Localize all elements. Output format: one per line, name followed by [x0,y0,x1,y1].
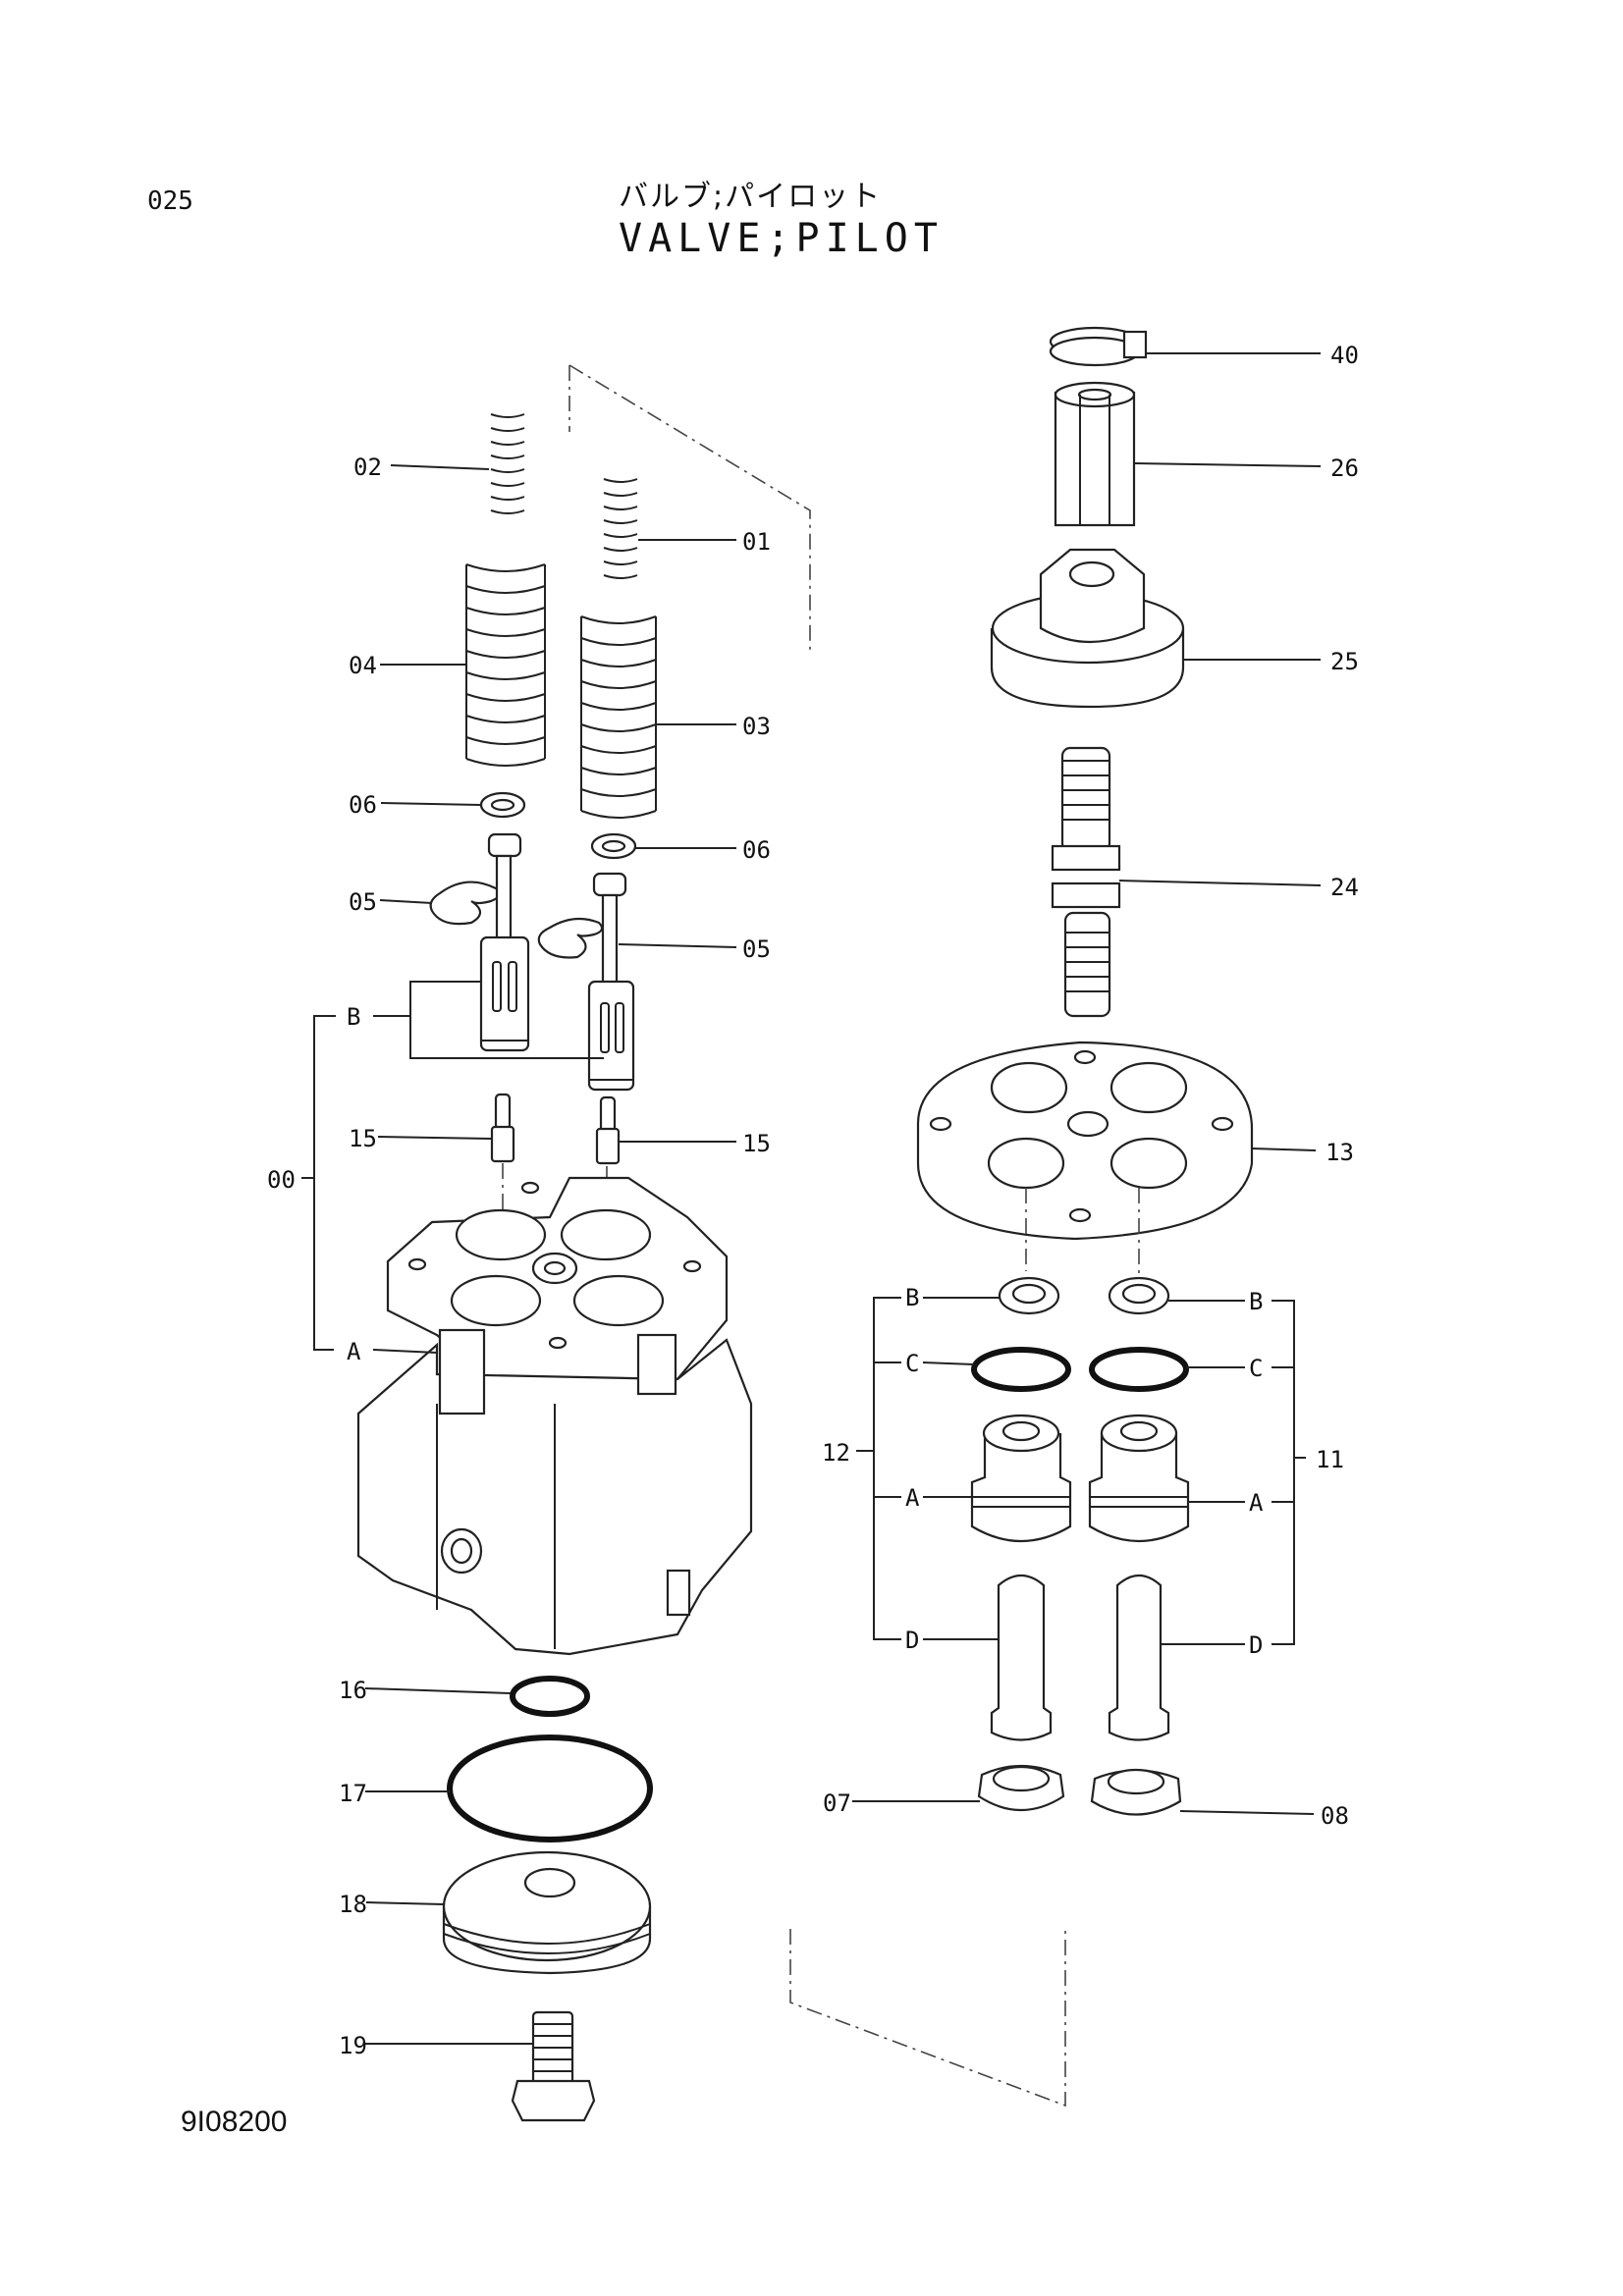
callout-15-right: 15 [742,1130,771,1157]
callout-a-11: A [1249,1489,1264,1517]
part-18-plug [365,1850,652,1975]
part-15-pusher-left [377,1093,515,1232]
callout-labels: 40 26 25 24 13 02 01 04 03 06 06 05 05 1… [267,342,1359,2059]
callout-05-left: 05 [349,888,377,916]
callout-b-left: B [347,1003,360,1031]
callout-01: 01 [742,528,771,556]
part-24-universal-joint [1051,746,1322,1018]
callout-11: 11 [1316,1446,1344,1473]
callout-00: 00 [267,1166,296,1194]
callout-06-left: 06 [349,791,377,819]
part-02-inner-spring [390,413,525,514]
callout-04: 04 [349,652,377,679]
spool-right [587,872,737,1092]
spool-left [479,832,530,1052]
callout-b-12: B [905,1284,919,1311]
callout-15-left: 15 [349,1125,377,1152]
part-05-retainer-left [379,881,502,926]
part-04-outer-spring [380,563,546,767]
callout-16: 16 [339,1677,367,1704]
callout-18: 18 [339,1891,367,1918]
drawing-code: 9I08200 [181,2106,288,2138]
part-03-outer-spring [580,615,736,819]
callout-40: 40 [1330,342,1359,369]
title-japanese: バルブ;パイロット [619,180,883,214]
right-leader-lines [852,1297,1315,1815]
callout-03: 03 [742,713,771,740]
part-06-washer-left [380,791,526,819]
callout-07: 07 [823,1789,851,1817]
callout-05-right: 05 [742,935,771,963]
callout-13: 13 [1325,1139,1354,1166]
callout-06-right: 06 [742,836,771,864]
callout-25: 25 [1330,648,1359,675]
callout-c-11: C [1249,1355,1263,1382]
page-number: 025 [147,187,193,216]
part-40-hose-clamp [1049,326,1321,367]
callout-19: 19 [339,2032,367,2059]
part-05-retainer-right [537,917,604,959]
callout-08: 08 [1321,1802,1349,1830]
callout-a-12: A [905,1484,920,1512]
callout-a-left: A [347,1338,361,1365]
part-17-o-ring [365,1735,653,1842]
part-13-plate [916,1041,1317,1276]
callout-d-11: D [1249,1631,1263,1659]
callout-12: 12 [822,1439,850,1467]
callout-d-12: D [905,1627,919,1654]
assembly-guide-lines [568,364,1066,2108]
callout-c-12: C [905,1350,919,1377]
part-26-hex-coupling [1054,381,1322,527]
callout-26: 26 [1330,454,1359,482]
casing-body [356,1176,753,1656]
callout-17: 17 [339,1780,367,1807]
part-16-o-ring [364,1676,590,1717]
title-english: VALVE;PILOT [619,216,944,261]
part-01-inner-spring [603,478,736,579]
callout-b-11: B [1249,1288,1263,1315]
part-11-sub-assembly [1088,1276,1190,1816]
left-assembly-bracket [301,981,604,1354]
callout-24: 24 [1330,874,1359,901]
part-25-cam-plate [990,548,1321,709]
callout-02: 02 [353,454,382,481]
part-06-washer-right [590,832,736,860]
part-12-sub-assembly [970,1276,1072,1812]
part-19-bolt [365,2010,596,2122]
